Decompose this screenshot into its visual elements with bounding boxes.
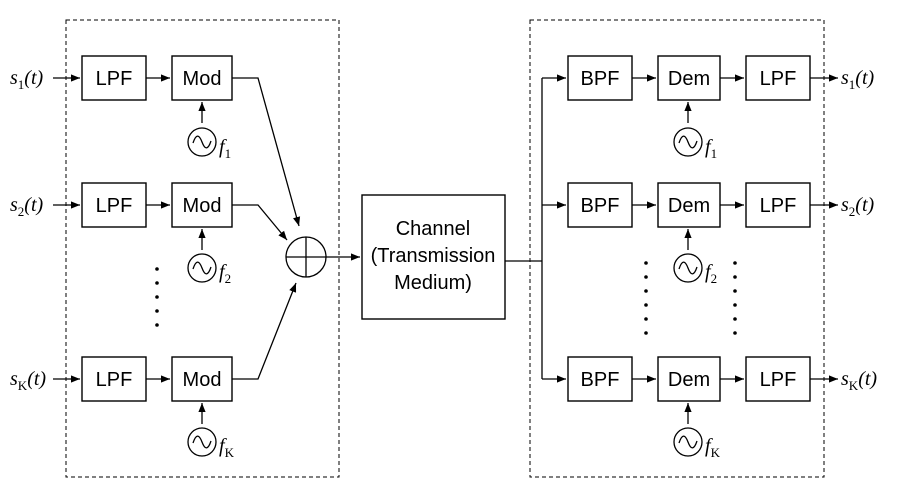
dem-block xyxy=(657,182,721,228)
oscillator-icon xyxy=(187,253,217,283)
oscillator-icon xyxy=(673,127,703,157)
vertical-ellipsis-icon xyxy=(155,267,159,327)
lpf-label: LPF xyxy=(760,195,797,217)
dem-block xyxy=(657,356,721,402)
lpf-label: LPF xyxy=(96,68,133,90)
transmitter-boundary xyxy=(65,19,340,478)
summing-junction-icon xyxy=(285,236,327,278)
oscillator-icon xyxy=(187,427,217,457)
mod-label: Mod xyxy=(183,369,222,391)
lpf-label: LPF xyxy=(96,195,133,217)
channel-label-line-2: (Transmission xyxy=(371,245,496,267)
dem-label: Dem xyxy=(668,68,710,90)
tx-row-2: s2(t) LPF Mod f2 xyxy=(10,182,288,286)
output-signal-1: s1(t) xyxy=(841,67,875,92)
bpf-label: BPF xyxy=(581,68,620,90)
channel-block: Channel (Transmission Medium) xyxy=(361,194,506,320)
tx-row-k: sK(t) LPF Mod fK xyxy=(10,282,297,460)
mod-block xyxy=(171,182,233,228)
mod-label: Mod xyxy=(183,195,222,217)
oscillator-icon xyxy=(673,253,703,283)
mod-label: Mod xyxy=(183,68,222,90)
lpf-label: LPF xyxy=(760,369,797,391)
input-signal-k: sK(t) xyxy=(10,368,46,393)
receiver-boundary xyxy=(529,19,825,478)
input-signal-2: s2(t) xyxy=(10,194,44,219)
bpf-block xyxy=(567,55,633,101)
mod-block xyxy=(171,55,233,101)
lpf-label: LPF xyxy=(96,369,133,391)
dem-block xyxy=(657,55,721,101)
rx-row-2: BPF Dem f2 LPF s2(t) xyxy=(542,182,875,286)
lpf-block xyxy=(745,356,811,402)
bpf-label: BPF xyxy=(581,369,620,391)
dem-label: Dem xyxy=(668,195,710,217)
carrier-frequency-1: f1 xyxy=(219,136,231,161)
vertical-ellipsis-icon xyxy=(644,261,648,335)
carrier-frequency-2: f2 xyxy=(705,261,717,286)
lpf-label: LPF xyxy=(760,68,797,90)
carrier-frequency-2: f2 xyxy=(219,261,231,286)
dem-label: Dem xyxy=(668,369,710,391)
mod-block xyxy=(171,356,233,402)
output-signal-k: sK(t) xyxy=(841,368,877,393)
vertical-ellipsis-icon xyxy=(733,261,737,335)
lpf-block xyxy=(745,55,811,101)
bpf-label: BPF xyxy=(581,195,620,217)
bpf-block xyxy=(567,182,633,228)
rx-row-k: BPF Dem fK LPF sK(t) xyxy=(542,356,877,460)
oscillator-icon xyxy=(673,427,703,457)
oscillator-icon xyxy=(187,127,217,157)
rx-row-1: BPF Dem f1 LPF s1(t) xyxy=(542,55,875,161)
lpf-block xyxy=(745,182,811,228)
input-signal-1: s1(t) xyxy=(10,67,44,92)
output-signal-2: s2(t) xyxy=(841,194,875,219)
carrier-frequency-k: fK xyxy=(219,435,235,460)
bpf-block xyxy=(567,356,633,402)
carrier-frequency-k: fK xyxy=(705,435,721,460)
carrier-frequency-1: f1 xyxy=(705,136,717,161)
tx-row-1: s1(t) LPF Mod f1 xyxy=(10,55,301,227)
channel-label-line-1: Channel xyxy=(396,218,471,240)
channel-label-line-3: Medium) xyxy=(394,272,472,294)
